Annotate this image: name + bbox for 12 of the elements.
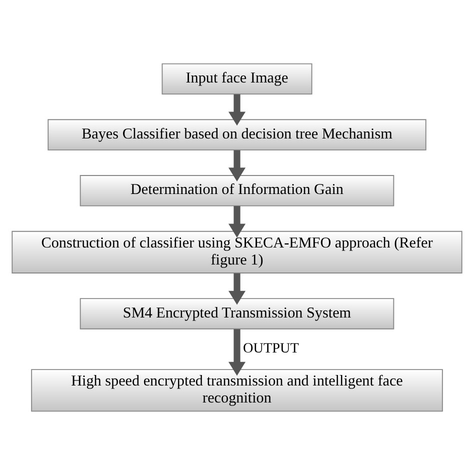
arrow [228, 328, 246, 376]
node-box: Bayes Classifier based on decision tree Mechanism [48, 118, 426, 150]
node-box: SM4 Encrypted Transmission System [80, 298, 394, 329]
node-box: Determination of Information Gain [80, 174, 394, 206]
node-box: Input face Image [162, 62, 312, 94]
edge-label: OUTPUT [242, 340, 299, 356]
arrow [228, 206, 246, 238]
arrow [228, 272, 246, 304]
arrow [228, 150, 246, 182]
node-box: Construction of classifier using SKECA-EMFO approach (Refer figure 1) [12, 230, 462, 273]
node-box: High speed encrypted transmission and intelligent face recognition [31, 368, 443, 412]
arrow [228, 94, 246, 126]
